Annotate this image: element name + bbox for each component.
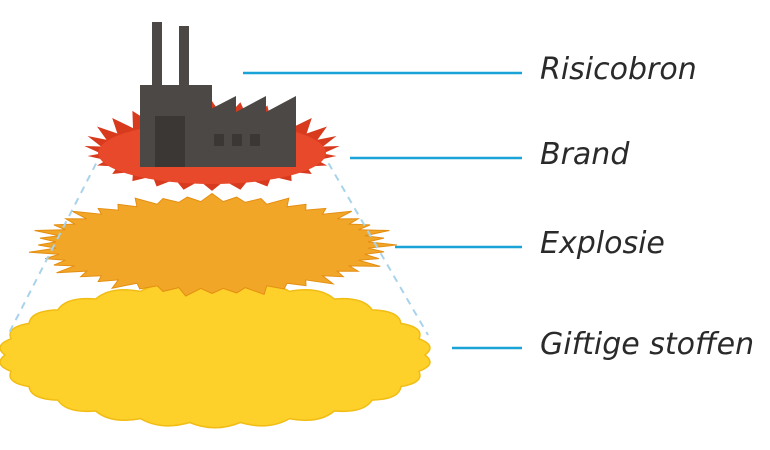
cone-line-right [321, 151, 429, 336]
toxic-cloud-shape [0, 281, 431, 429]
factory-chimney-right [179, 26, 189, 92]
factory-window [214, 134, 224, 146]
factory-window [232, 134, 242, 146]
cone-line-left [7, 151, 103, 336]
label-brand: Brand [540, 137, 630, 172]
factory-icon [140, 22, 296, 167]
explosion-icon [28, 192, 397, 297]
label-explosie: Explosie [540, 226, 665, 261]
factory-chimney-left [152, 22, 162, 92]
explosion-shape [28, 192, 397, 297]
factory-window [250, 134, 260, 146]
label-risicobron: Risicobron [540, 52, 697, 87]
toxic-cloud-icon [0, 281, 431, 429]
leader-lines [243, 71, 522, 350]
cone-outline [7, 151, 429, 336]
factory-sawtooth-roof [205, 96, 296, 167]
factory-door [155, 116, 185, 167]
label-giftige-stoffen: Giftige stoffen [540, 327, 755, 362]
